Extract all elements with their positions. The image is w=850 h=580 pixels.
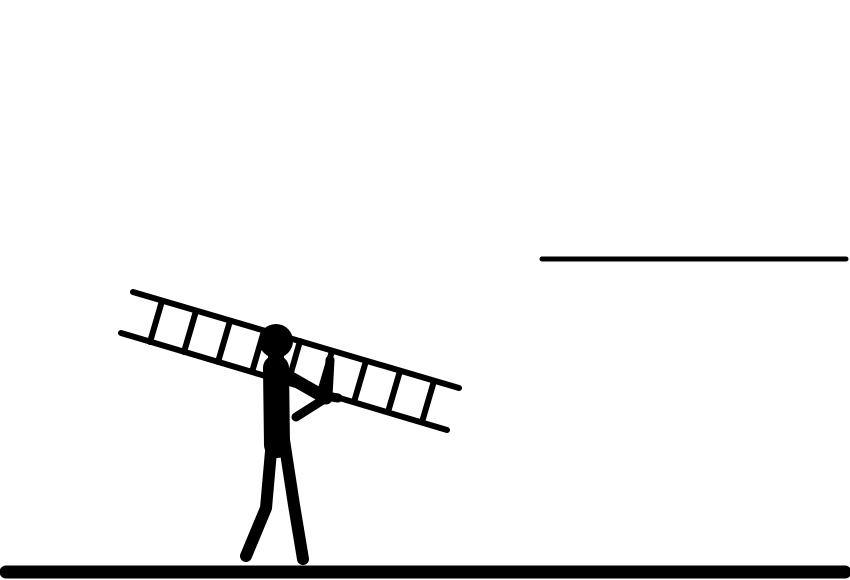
ladder-rung xyxy=(351,358,369,405)
stick-figure xyxy=(240,324,343,565)
figure-hand xyxy=(321,391,343,403)
ladder-rung xyxy=(419,378,437,425)
figure-left-leg xyxy=(240,434,278,562)
figure-head xyxy=(259,324,293,358)
figure-forearm xyxy=(291,393,331,422)
ladder-rung xyxy=(215,318,233,365)
figure-upper-arm xyxy=(277,367,333,405)
ladder-rung xyxy=(385,368,403,415)
ladder-rail-top xyxy=(130,289,462,391)
figure-forearm-raised xyxy=(323,355,335,401)
ladder-rung xyxy=(147,298,165,345)
figure-right-leg xyxy=(278,434,309,565)
ladder xyxy=(118,289,462,433)
figure-torso xyxy=(263,355,290,458)
ladder-rung xyxy=(181,308,199,355)
